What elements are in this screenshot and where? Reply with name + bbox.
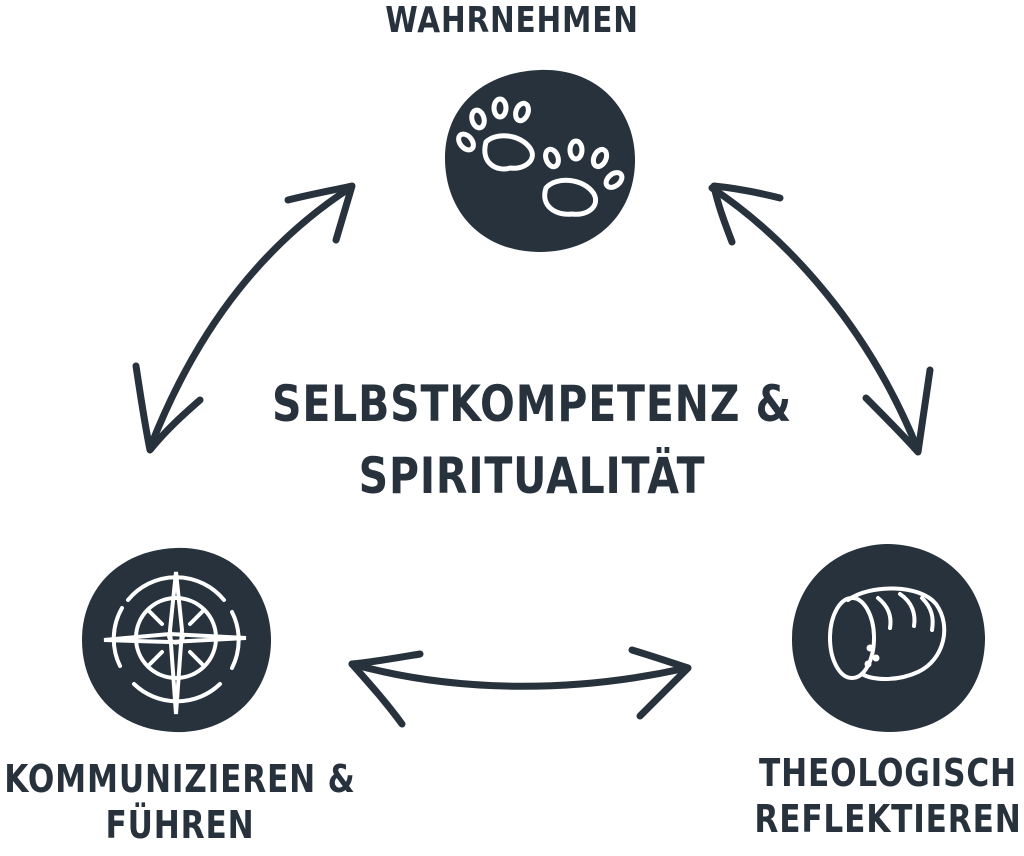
theological-reflection-node xyxy=(792,544,986,732)
arrow-communicate-reflect xyxy=(348,646,692,728)
communicate-lead-label: KOMMUNIZIEREN & FÜHREN xyxy=(0,756,385,848)
communicate-lead-label-line-1: KOMMUNIZIEREN & xyxy=(4,757,356,801)
communicate-lead-node xyxy=(82,547,272,733)
paw-prints-icon xyxy=(456,96,625,217)
theological-reflection-label-line-1: THEOLOGISCH xyxy=(759,751,1017,795)
arrow-perceive-communicate xyxy=(132,182,356,454)
center-title: SELBSTKOMPETENZ & SPIRITUALITÄT xyxy=(237,368,827,512)
theological-reflection-label: THEOLOGISCH REFLEKTIEREN xyxy=(683,750,1024,842)
theological-reflection-label-line-2: REFLEKTIEREN xyxy=(754,797,1022,841)
arrow-perceive-reflect xyxy=(708,182,934,456)
communicate-lead-label-line-2: FÜHREN xyxy=(105,803,255,847)
center-title-line-2: SPIRITUALITÄT xyxy=(358,447,706,505)
perceive-label: WAHRNEHMEN xyxy=(385,0,639,41)
compass-icon xyxy=(103,571,247,715)
perceive-node xyxy=(444,69,636,253)
center-title-line-1: SELBSTKOMPETENZ & xyxy=(271,375,793,433)
bread-icon xyxy=(828,586,947,681)
